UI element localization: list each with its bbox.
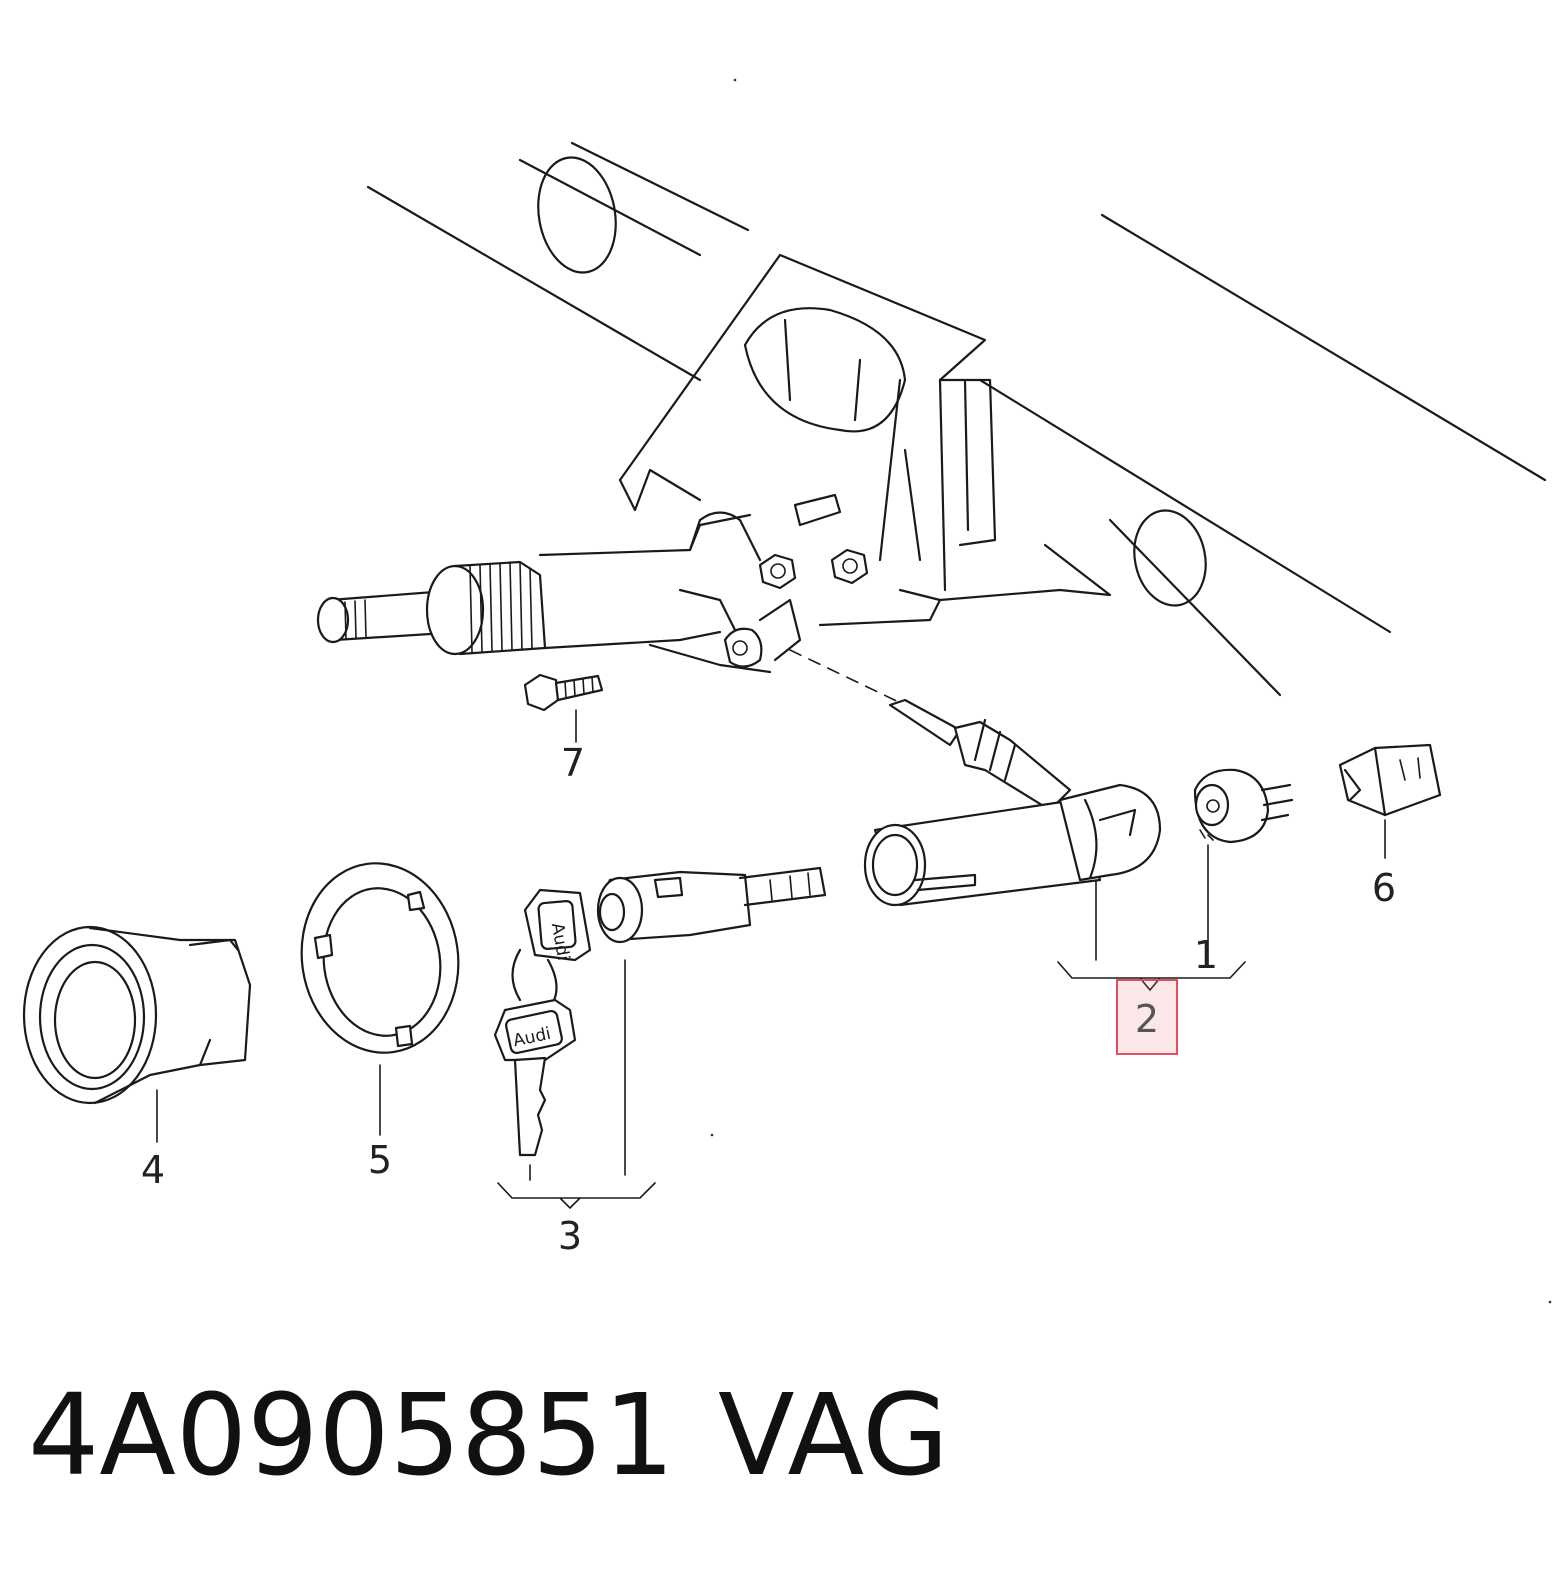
callout-1[interactable]: 1 [1193, 933, 1219, 977]
part-4-trim-ring [22, 925, 252, 1143]
callout-bracket-3 [497, 1182, 656, 1210]
callout-5[interactable]: 5 [367, 1138, 393, 1182]
callout-7[interactable]: 7 [560, 741, 586, 785]
part-number-label: 4A0905851 [28, 1371, 675, 1501]
part-2-lock-housing [863, 698, 1162, 961]
callout-4[interactable]: 4 [140, 1148, 166, 1192]
part-6-connector [1338, 743, 1442, 859]
callout-bracket-1-2 [1057, 961, 1246, 992]
part-5-lock-ring [300, 862, 460, 1136]
assembly-axis-line [789, 649, 906, 706]
callout-2[interactable]: 2 [1134, 997, 1160, 1041]
highlight-box-part-2 [1116, 979, 1178, 1055]
part-3-lock-cylinder-with-keys: Audi Audi [493, 866, 827, 1181]
bracket-nuts [723, 548, 869, 668]
callout-6[interactable]: 6 [1371, 866, 1397, 910]
brand-label: VAG [718, 1371, 949, 1501]
part-7-bolt [523, 673, 604, 743]
part-1-ignition-switch [1193, 768, 1294, 966]
dashboard-crossmember [366, 141, 1547, 697]
scan-specks [710, 78, 1552, 1304]
steering-column-shaft [316, 511, 772, 674]
callout-3[interactable]: 3 [557, 1214, 583, 1258]
steering-column-bracket [618, 253, 1112, 627]
